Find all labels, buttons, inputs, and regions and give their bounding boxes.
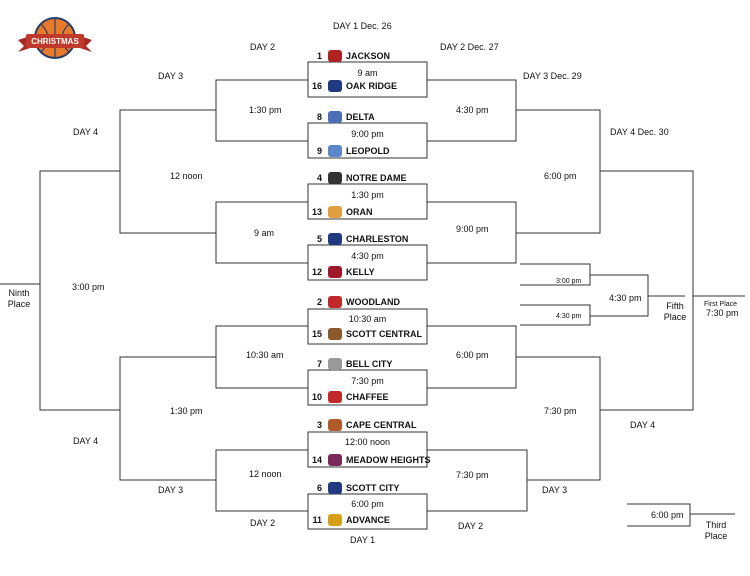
fifth-place-time: 4:30 pm — [609, 293, 642, 303]
third-place-label: Third Place — [704, 520, 728, 541]
game-time: 10:30 am — [348, 314, 387, 324]
game-time: 10:30 am — [246, 350, 284, 360]
logo-text: CHRISTMAS — [31, 37, 79, 46]
ninth-place-time: 3:00 pm — [72, 282, 105, 292]
game-time: 1:30 pm — [351, 190, 384, 200]
game-time: 6:00 pm — [456, 350, 489, 360]
game-time: 7:30 pm — [544, 406, 577, 416]
label-day3-left-top: DAY 3 — [158, 71, 184, 81]
game-time: 6:00 pm — [351, 499, 384, 509]
label-day3-right-bottom: DAY 3 — [542, 485, 568, 495]
label-day4-left-top: DAY 4 — [73, 127, 99, 137]
eagle-icon — [328, 80, 342, 92]
panther-icon — [328, 454, 342, 466]
label-day2-left-bottom: DAY 2 — [250, 518, 276, 528]
game-time: 9 am — [254, 228, 275, 238]
hawk-icon — [328, 266, 342, 278]
bluejay-icon — [328, 233, 342, 245]
bluejay-icon — [328, 111, 342, 123]
label-day2-left-top: DAY 2 — [250, 42, 276, 52]
tiger-icon — [328, 419, 342, 431]
hornet-icon — [328, 514, 342, 526]
label-day4-left-bottom: DAY 4 — [73, 436, 99, 446]
fifth-semi-time: 3:00 pm — [556, 278, 582, 285]
cub-icon — [328, 358, 342, 370]
label-day1-top: DAY 1 Dec. 26 — [333, 21, 392, 31]
eagle-icon — [328, 206, 342, 218]
label-day1-bottom: DAY 1 — [350, 535, 376, 545]
label-day2-right-top: DAY 2 Dec. 27 — [440, 42, 499, 52]
redhawk-icon — [328, 50, 342, 62]
label-day3-left-bottom: DAY 3 — [158, 485, 184, 495]
ninth-place-label: Ninth Place — [7, 288, 31, 309]
first-place-time: 7:30 pm — [706, 308, 739, 318]
first-place-label: First Place — [704, 301, 738, 308]
game-time: 1:30 pm — [170, 406, 203, 416]
tournament-logo: CHRISTMAS — [18, 17, 92, 59]
game-time: 4:30 pm — [351, 251, 384, 261]
game-time: 1:30 pm — [249, 105, 282, 115]
fifth-semi-time: 4:30 pm — [556, 313, 582, 320]
fifth-place-label: Fifth Place — [663, 301, 687, 322]
game-time: 12:00 noon — [344, 437, 391, 447]
game-time: 9:00 pm — [456, 224, 489, 234]
game-time: 12 noon — [249, 469, 282, 479]
label-day4-right-bottom: DAY 4 — [630, 420, 656, 430]
cardinal-icon — [328, 296, 342, 308]
game-time: 6:00 pm — [544, 171, 577, 181]
wildcat-icon — [328, 145, 342, 157]
game-time: 7:30 pm — [456, 470, 489, 480]
game-time: 12 noon — [170, 171, 203, 181]
label-day4-right-top: DAY 4 Dec. 30 — [610, 127, 669, 137]
label-day3-right-top: DAY 3 Dec. 29 — [523, 71, 582, 81]
label-day2-right-bottom: DAY 2 — [458, 521, 484, 531]
devil-icon — [328, 391, 342, 403]
game-time: 7:30 pm — [351, 376, 384, 386]
game-time: 9:00 pm — [351, 129, 384, 139]
shield-icon — [328, 172, 342, 184]
wagon-icon — [328, 328, 342, 340]
game-time: 4:30 pm — [456, 105, 489, 115]
game-time: 9 am — [357, 68, 378, 78]
third-place-time: 6:00 pm — [651, 510, 684, 520]
sc-icon — [328, 482, 342, 494]
